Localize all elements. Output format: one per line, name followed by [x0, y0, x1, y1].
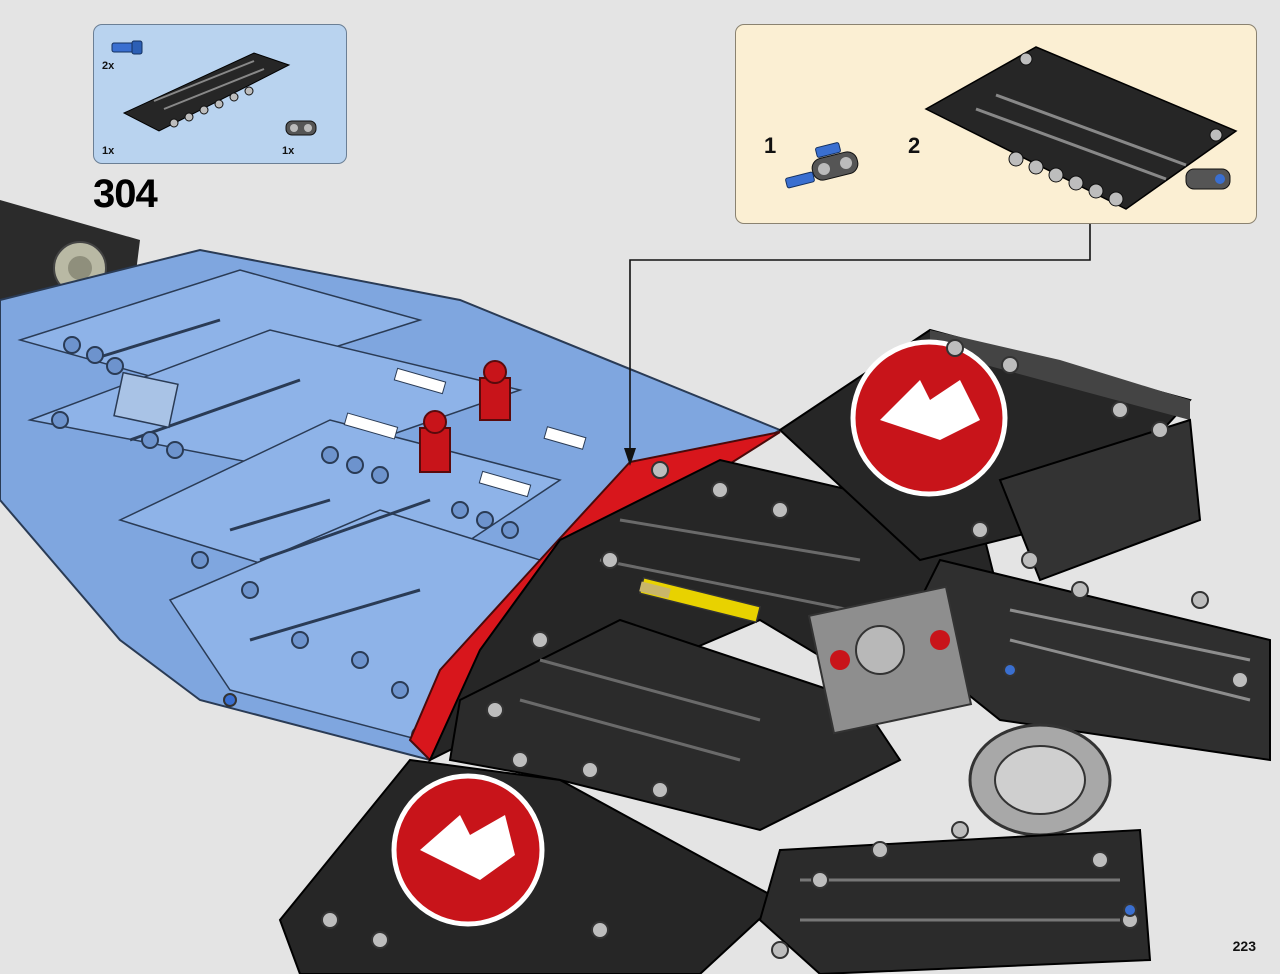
page-number: 223 — [1232, 938, 1256, 954]
parts-list-box: 2x 1x 1x — [93, 24, 347, 164]
step-number: 304 — [93, 172, 158, 216]
substep-1-assembly-icon — [785, 142, 859, 189]
part-quantity: 1x — [282, 145, 295, 157]
red-pins — [419, 360, 511, 473]
connector-icon — [285, 120, 317, 136]
substep-number: 2 — [908, 133, 921, 158]
black-panel-icon — [122, 52, 291, 132]
lower-wing — [278, 758, 1152, 974]
yellow-shock — [638, 576, 762, 624]
part-quantity: 1x — [102, 145, 115, 157]
blue-axle-pin-icon — [111, 40, 143, 55]
substep-2-assembly-icon — [924, 46, 1238, 210]
right-structure — [807, 418, 1271, 837]
subassembly-callout: 1 2 — [735, 24, 1257, 224]
grey-beams — [223, 339, 1249, 959]
substep-number: 1 — [764, 133, 777, 158]
part-quantity: 2x — [102, 60, 115, 72]
